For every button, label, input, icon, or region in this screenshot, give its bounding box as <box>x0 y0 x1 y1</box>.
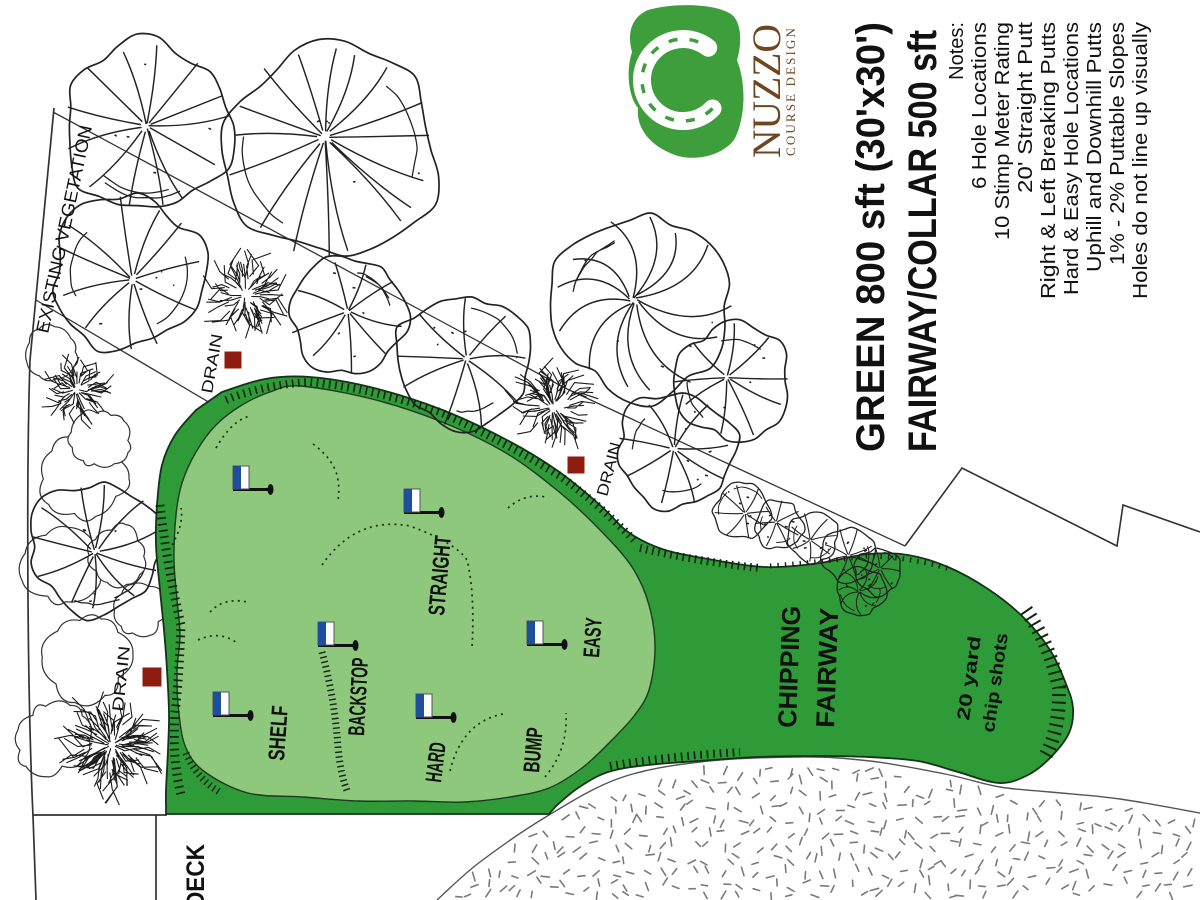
svg-text:HARD: HARD <box>420 741 451 784</box>
svg-text:EASY: EASY <box>578 617 607 659</box>
svg-text:Holes do not line up visually: Holes do not line up visually <box>1130 22 1152 299</box>
svg-text:Notes:: Notes: <box>946 22 968 80</box>
svg-text:GREEN 800 sft (30'x30'): GREEN 800 sft (30'x30') <box>849 22 893 452</box>
svg-text:CHIPPING: CHIPPING <box>772 605 806 728</box>
svg-text:10 Stimp Meter Rating: 10 Stimp Meter Rating <box>992 22 1014 240</box>
svg-text:1% - 2% Puttable Slopes: 1% - 2% Puttable Slopes <box>1107 22 1129 265</box>
svg-text:FAIRWAY: FAIRWAY <box>810 607 844 728</box>
svg-text:20' Straight Putt: 20' Straight Putt <box>1015 21 1037 193</box>
svg-text:6 Hole Locations: 6 Hole Locations <box>969 22 991 189</box>
svg-text:COURSE DESIGN: COURSE DESIGN <box>784 26 798 156</box>
svg-text:SHELF: SHELF <box>263 705 293 762</box>
svg-text:BUMP: BUMP <box>518 726 548 773</box>
svg-text:DRAIN: DRAIN <box>110 645 134 712</box>
svg-text:FAIRWAY/COLLAR 500 sft: FAIRWAY/COLLAR 500 sft <box>901 30 945 452</box>
svg-text:DECK: DECK <box>182 844 210 900</box>
svg-text:Hard & Easy Hole Locations: Hard & Easy Hole Locations <box>1061 22 1083 295</box>
svg-text:Right & Left Breaking Putts: Right & Left Breaking Putts <box>1038 22 1060 299</box>
svg-text:Uphill and Downhill Putts: Uphill and Downhill Putts <box>1084 22 1106 272</box>
svg-text:NUZZO: NUZZO <box>744 24 789 158</box>
svg-text:BACKSTOP: BACKSTOP <box>343 657 373 736</box>
